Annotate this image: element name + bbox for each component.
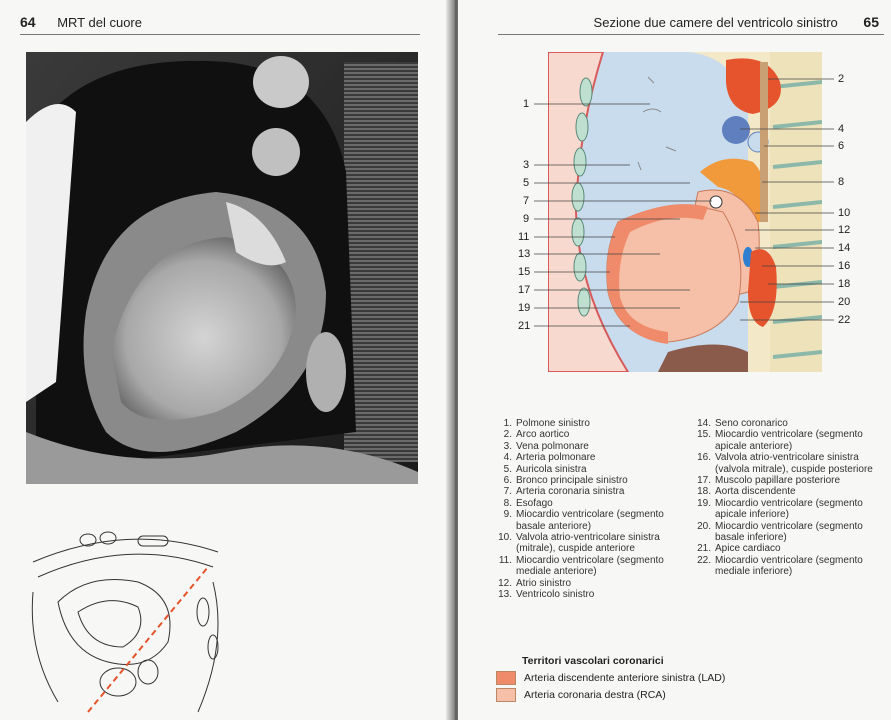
legend-item: 18.Aorta discendente [697, 486, 887, 497]
axial-reference-sketch [28, 522, 228, 718]
territory-row-rca: Arteria coronaria destra (RCA) [496, 688, 725, 702]
esophagus [760, 62, 768, 222]
callout-number: 4 [838, 123, 844, 135]
legend-item: 15.Miocardio ventricolare (segmento apic… [697, 429, 887, 452]
legend-item: 4.Arteria polmonare [498, 452, 694, 463]
legend-item: 5.Auricola sinistra [498, 464, 694, 475]
callout-number: 10 [838, 207, 850, 219]
callout-number: 19 [518, 302, 530, 314]
callout-number: 9 [523, 213, 529, 225]
legend-item: 12.Atrio sinistro [498, 578, 694, 589]
territory-label: Arteria discendente anteriore sinistra (… [524, 672, 725, 684]
legend-item: 6.Bronco principale sinistro [498, 475, 694, 486]
callout-number: 21 [518, 320, 530, 332]
right-header: Sezione due camere del ventricolo sinist… [594, 14, 879, 30]
legend-item: 8.Esofago [498, 498, 694, 509]
left-page-title: MRT del cuore [57, 15, 142, 30]
callout-number: 22 [838, 314, 850, 326]
lad-color-swatch [496, 671, 516, 685]
territory-label: Arteria coronaria destra (RCA) [524, 689, 666, 701]
legend-item: 20.Miocardio ventricolare (segmento basa… [697, 521, 887, 544]
callout-number: 15 [518, 266, 530, 278]
left-header: 64 MRT del cuore [20, 14, 142, 30]
legend-item: 1.Polmone sinistro [498, 418, 694, 429]
legend-item: 13.Ventricolo sinistro [498, 589, 694, 600]
legend-item: 22.Miocardio ventricolare (segmento medi… [697, 555, 887, 578]
pulmonary-artery [722, 116, 750, 144]
territory-row-lad: Arteria discendente anteriore sinistra (… [496, 671, 725, 685]
right-header-rule [498, 34, 884, 35]
callout-number: 14 [838, 242, 850, 254]
callout-number: 13 [518, 248, 530, 260]
mri-image [26, 52, 418, 484]
legend-item: 16.Valvola atrio-ventricolare sinistra (… [697, 452, 887, 475]
legend-item: 19.Miocardio ventricolare (segmento apic… [697, 498, 887, 521]
legend-item: 11.Miocardio ventricolare (segmento medi… [498, 555, 694, 578]
right-page-title: Sezione due camere del ventricolo sinist… [594, 15, 838, 30]
legend-item: 7.Arteria coronaria sinistra [498, 486, 694, 497]
right-page-number: 65 [863, 14, 879, 30]
territories-title: Territori vascolari coronarici [522, 655, 725, 667]
legend-item: 3.Vena polmonare [498, 441, 694, 452]
callout-number: 8 [838, 176, 844, 188]
callout-number: 18 [838, 278, 850, 290]
callout-number: 1 [523, 98, 529, 110]
callout-number: 6 [838, 140, 844, 152]
legend-item: 21.Apice cardiaco [697, 543, 887, 554]
heart-two-chamber-diagram [548, 52, 822, 372]
callout-number: 12 [838, 224, 850, 236]
legend-list-left: 1.Polmone sinistro 2.Arco aortico 3.Vena… [498, 418, 694, 601]
callout-number: 17 [518, 284, 530, 296]
left-header-rule [20, 34, 420, 35]
callout-number: 2 [838, 73, 844, 85]
legend-item: 2.Arco aortico [498, 429, 694, 440]
legend-list-right: 14.Seno coronarico 15.Miocardio ventrico… [697, 418, 887, 578]
callout-number: 7 [523, 195, 529, 207]
legend-item: 9.Miocardio ventricolare (segmento basal… [498, 509, 694, 532]
legend-item: 14.Seno coronarico [697, 418, 887, 429]
coronary-territories-key: Territori vascolari coronarici Arteria d… [496, 655, 725, 705]
legend-item: 10.Valvola atrio-ventricolare sinistra (… [498, 532, 694, 555]
callout-number: 5 [523, 177, 529, 189]
callout-number: 20 [838, 296, 850, 308]
rca-color-swatch [496, 688, 516, 702]
callout-number: 16 [838, 260, 850, 272]
callout-number: 3 [523, 159, 529, 171]
callout-number: 11 [518, 231, 529, 243]
left-page-number: 64 [20, 14, 36, 30]
left-coronary-artery [710, 196, 722, 208]
legend-item: 17.Muscolo papillare posteriore [697, 475, 887, 486]
